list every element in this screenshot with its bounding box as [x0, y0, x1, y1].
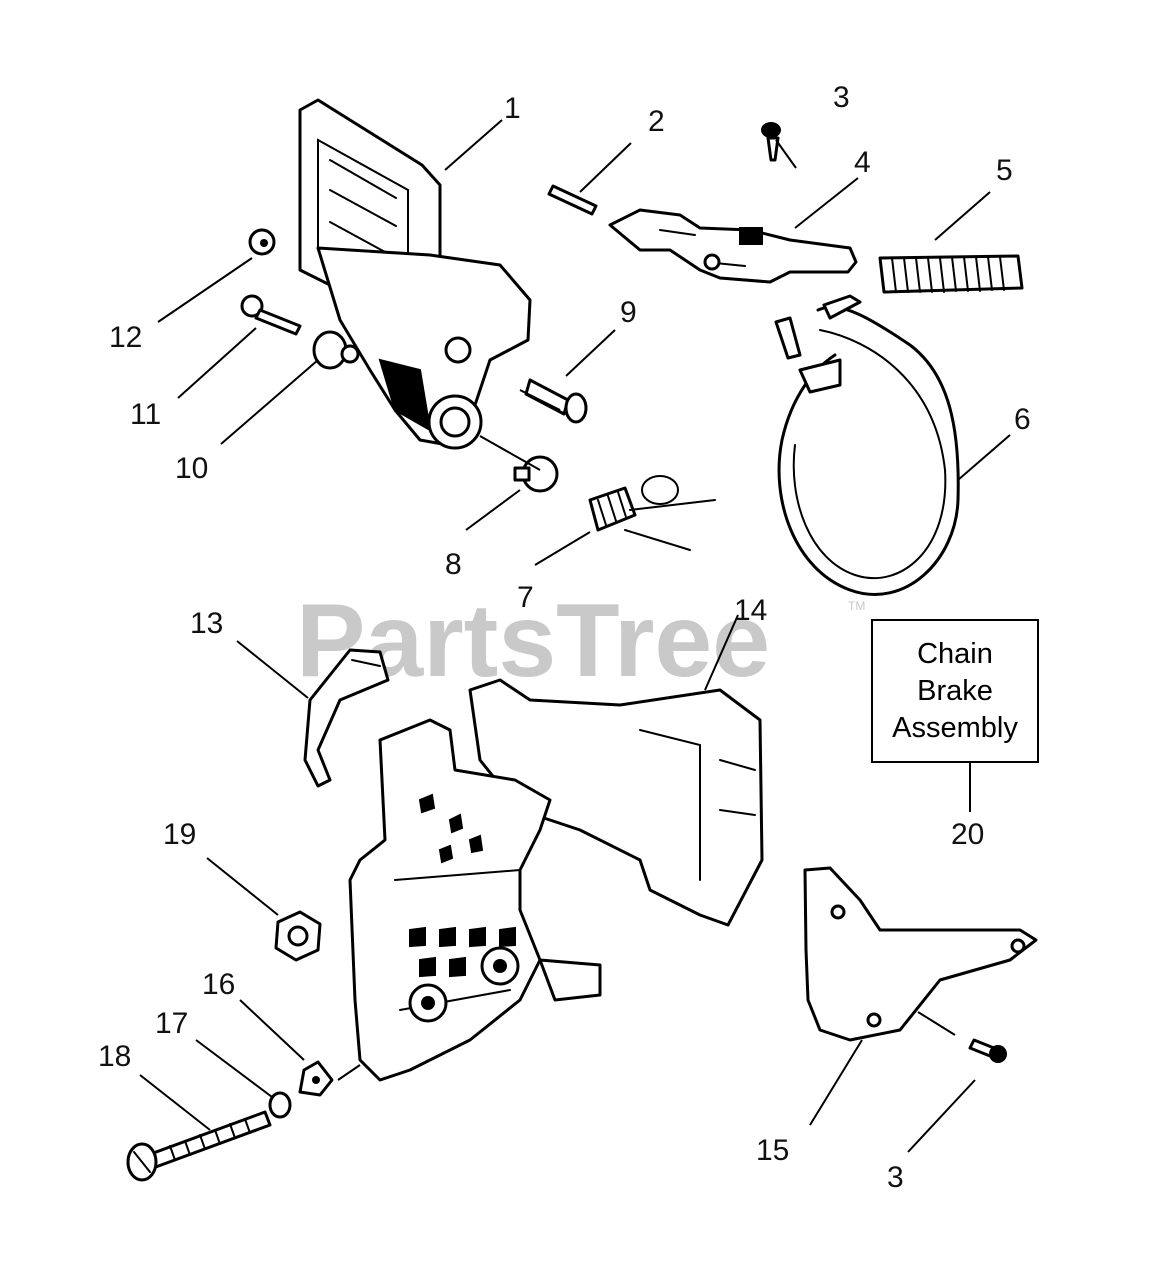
part-brake-latch — [608, 208, 858, 284]
callout-14: 14 — [734, 594, 767, 627]
callout-20: 20 — [951, 818, 984, 851]
callout-8: 8 — [445, 548, 462, 581]
callout-5: 5 — [996, 154, 1013, 187]
callout-2: 2 — [648, 105, 665, 138]
callout-numbers: 1 2 3 4 5 6 7 8 9 10 11 12 13 14 15 16 1… — [98, 81, 1031, 1194]
callout-18: 18 — [98, 1040, 131, 1073]
part-clutch-cover — [348, 678, 764, 1082]
part-nut-19 — [274, 910, 322, 962]
part-pin — [547, 184, 598, 216]
part-screw-11 — [240, 294, 302, 336]
part-nut-12 — [248, 228, 276, 256]
part-torsion-spring — [588, 475, 716, 551]
callout-9: 9 — [620, 296, 637, 329]
part-screw-top — [761, 122, 781, 162]
leader-lines — [139, 119, 1011, 1153]
callout-6: 6 — [1014, 403, 1031, 436]
part-bushing-bolt — [524, 378, 588, 424]
part-clip — [303, 648, 390, 788]
callout-11: 11 — [130, 398, 161, 431]
callout-17: 17 — [155, 1007, 188, 1040]
legend-line-2: Brake — [917, 674, 993, 707]
callout-3-bottom: 3 — [887, 1161, 904, 1194]
callout-10: 10 — [175, 452, 208, 485]
legend-line-3: Assembly — [892, 711, 1018, 744]
part-shoulder-screw — [513, 455, 559, 493]
part-spring-washer — [268, 1091, 292, 1119]
callout-12: 12 — [109, 321, 142, 354]
callout-19: 19 — [163, 818, 196, 851]
watermark-trademark: TM — [848, 599, 865, 613]
callout-15: 15 — [756, 1134, 789, 1167]
callout-4: 4 — [854, 146, 871, 179]
callout-3-top: 3 — [833, 81, 850, 114]
callout-13: 13 — [190, 607, 223, 640]
part-retainer — [298, 1060, 334, 1097]
callout-16: 16 — [202, 968, 235, 1001]
chain-brake-assembly-label: Chain Brake Assembly — [871, 619, 1039, 763]
part-spring — [878, 254, 1024, 294]
callout-1: 1 — [504, 92, 521, 125]
part-side-plate — [803, 866, 1038, 1042]
part-adjusting-screw — [126, 1110, 272, 1182]
part-brake-band — [774, 294, 960, 596]
part-hand-guard — [298, 98, 532, 450]
part-screw-bottom — [968, 1038, 1007, 1063]
legend-line-1: Chain — [917, 637, 993, 670]
callout-7: 7 — [517, 581, 534, 614]
part-washer — [312, 330, 360, 370]
